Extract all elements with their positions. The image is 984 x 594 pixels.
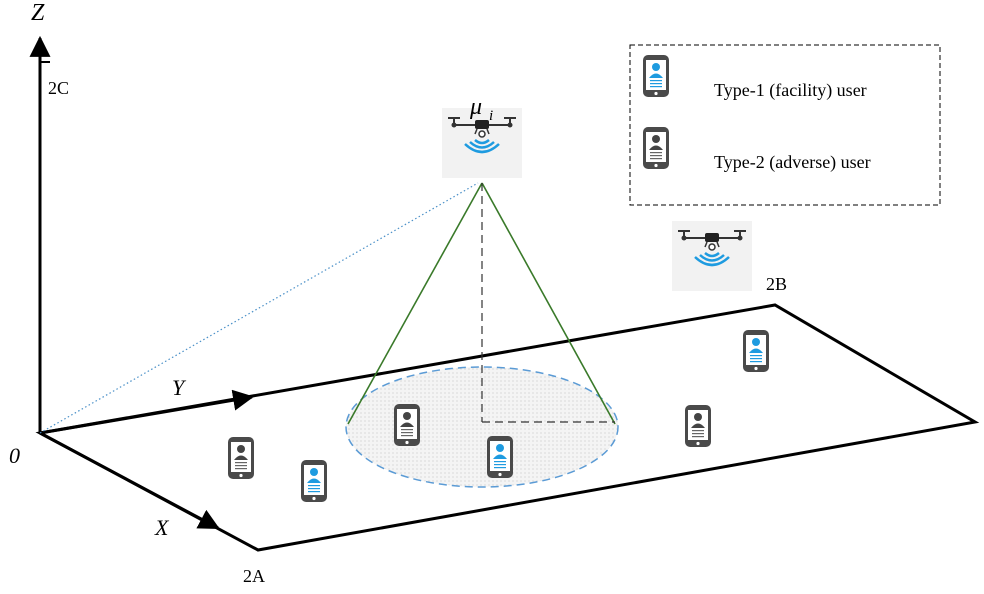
user-type2-icon bbox=[394, 404, 420, 446]
y-axis bbox=[39, 389, 255, 435]
uav-symbol-label: μ bbox=[469, 94, 482, 120]
legend-type1-icon bbox=[643, 55, 669, 97]
cone-left-edge bbox=[347, 182, 483, 425]
los-line bbox=[39, 182, 479, 434]
legend: Type-1 (facility) user Type-2 (adverse) … bbox=[629, 44, 941, 206]
user-type2-icon bbox=[228, 437, 254, 479]
z-axis-label: Z bbox=[31, 0, 45, 26]
user-type2-icon bbox=[685, 405, 711, 447]
x-axis-label: X bbox=[154, 515, 170, 540]
origin-label: 0 bbox=[9, 443, 20, 468]
z-extent-label: 2C bbox=[48, 78, 69, 98]
y-extent-label: 2B bbox=[766, 274, 787, 294]
cone-right-edge bbox=[481, 182, 616, 425]
legend-type2-label: Type-2 (adverse) user bbox=[714, 152, 871, 173]
x-extent-label: 2A bbox=[243, 566, 265, 586]
uav-index-label: i bbox=[489, 108, 493, 124]
user-type1-icon bbox=[487, 436, 513, 478]
user-type1-icon bbox=[743, 330, 769, 372]
uav-drone-icon bbox=[670, 219, 754, 293]
x-axis bbox=[39, 431, 220, 530]
legend-type1-label: Type-1 (facility) user bbox=[714, 80, 867, 101]
y-axis-label: Y bbox=[172, 375, 187, 400]
user-type1-icon bbox=[301, 460, 327, 502]
legend-type2-icon bbox=[643, 127, 669, 169]
coverage-area bbox=[345, 366, 619, 488]
